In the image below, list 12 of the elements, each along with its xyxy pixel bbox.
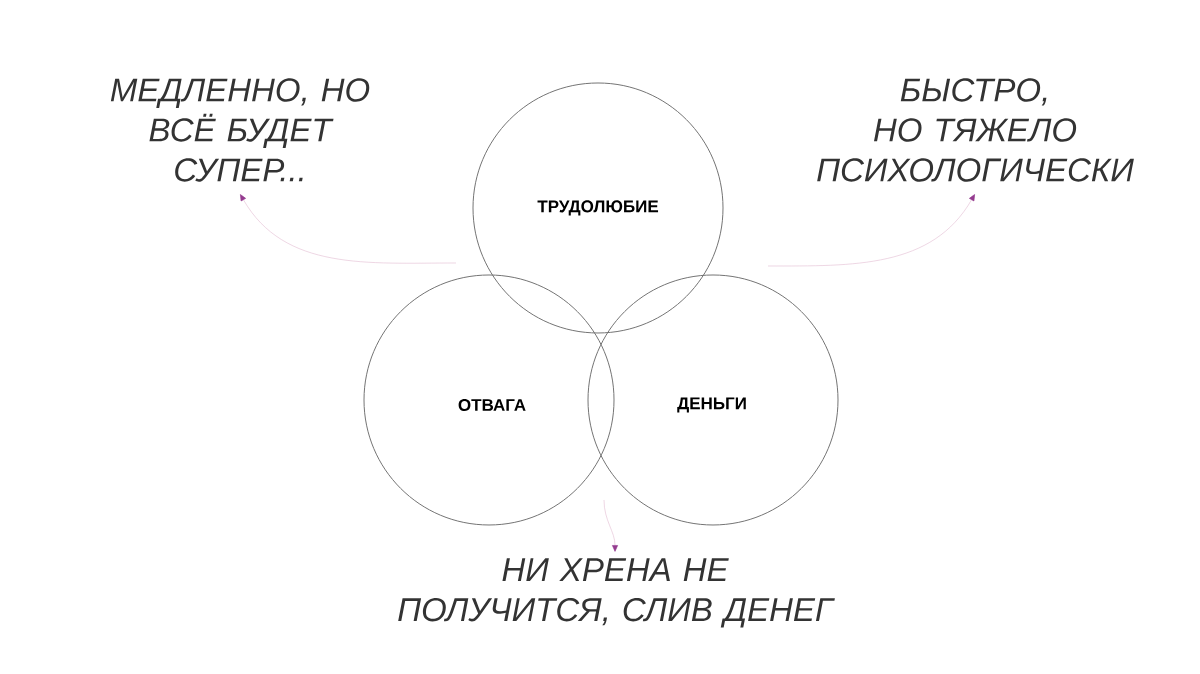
venn-circle (472, 82, 724, 334)
circle-label: ОТВАГА (458, 398, 526, 411)
circle-label: ДЕНЬГИ (677, 397, 746, 413)
arrow (603, 499, 618, 552)
arrow (240, 194, 457, 264)
outcome-text: НИ ХРЕНА НЕ ПОЛУЧИТСЯ, СЛИВ ДЕНЕГ (398, 558, 835, 628)
venn-circle (587, 274, 839, 526)
circle-label: ТРУДОЛЮБИЕ (537, 200, 659, 216)
outcome-text: МЕДЛЕННО, НО ВСЁ БУДЕТ СУПЕР... (110, 78, 370, 182)
outcome-text: БЫСТРО, НО ТЯЖЕЛО ПСИХОЛОГИЧЕСКИ (817, 78, 1134, 182)
venn-circle (363, 274, 615, 526)
arrow (767, 194, 975, 267)
